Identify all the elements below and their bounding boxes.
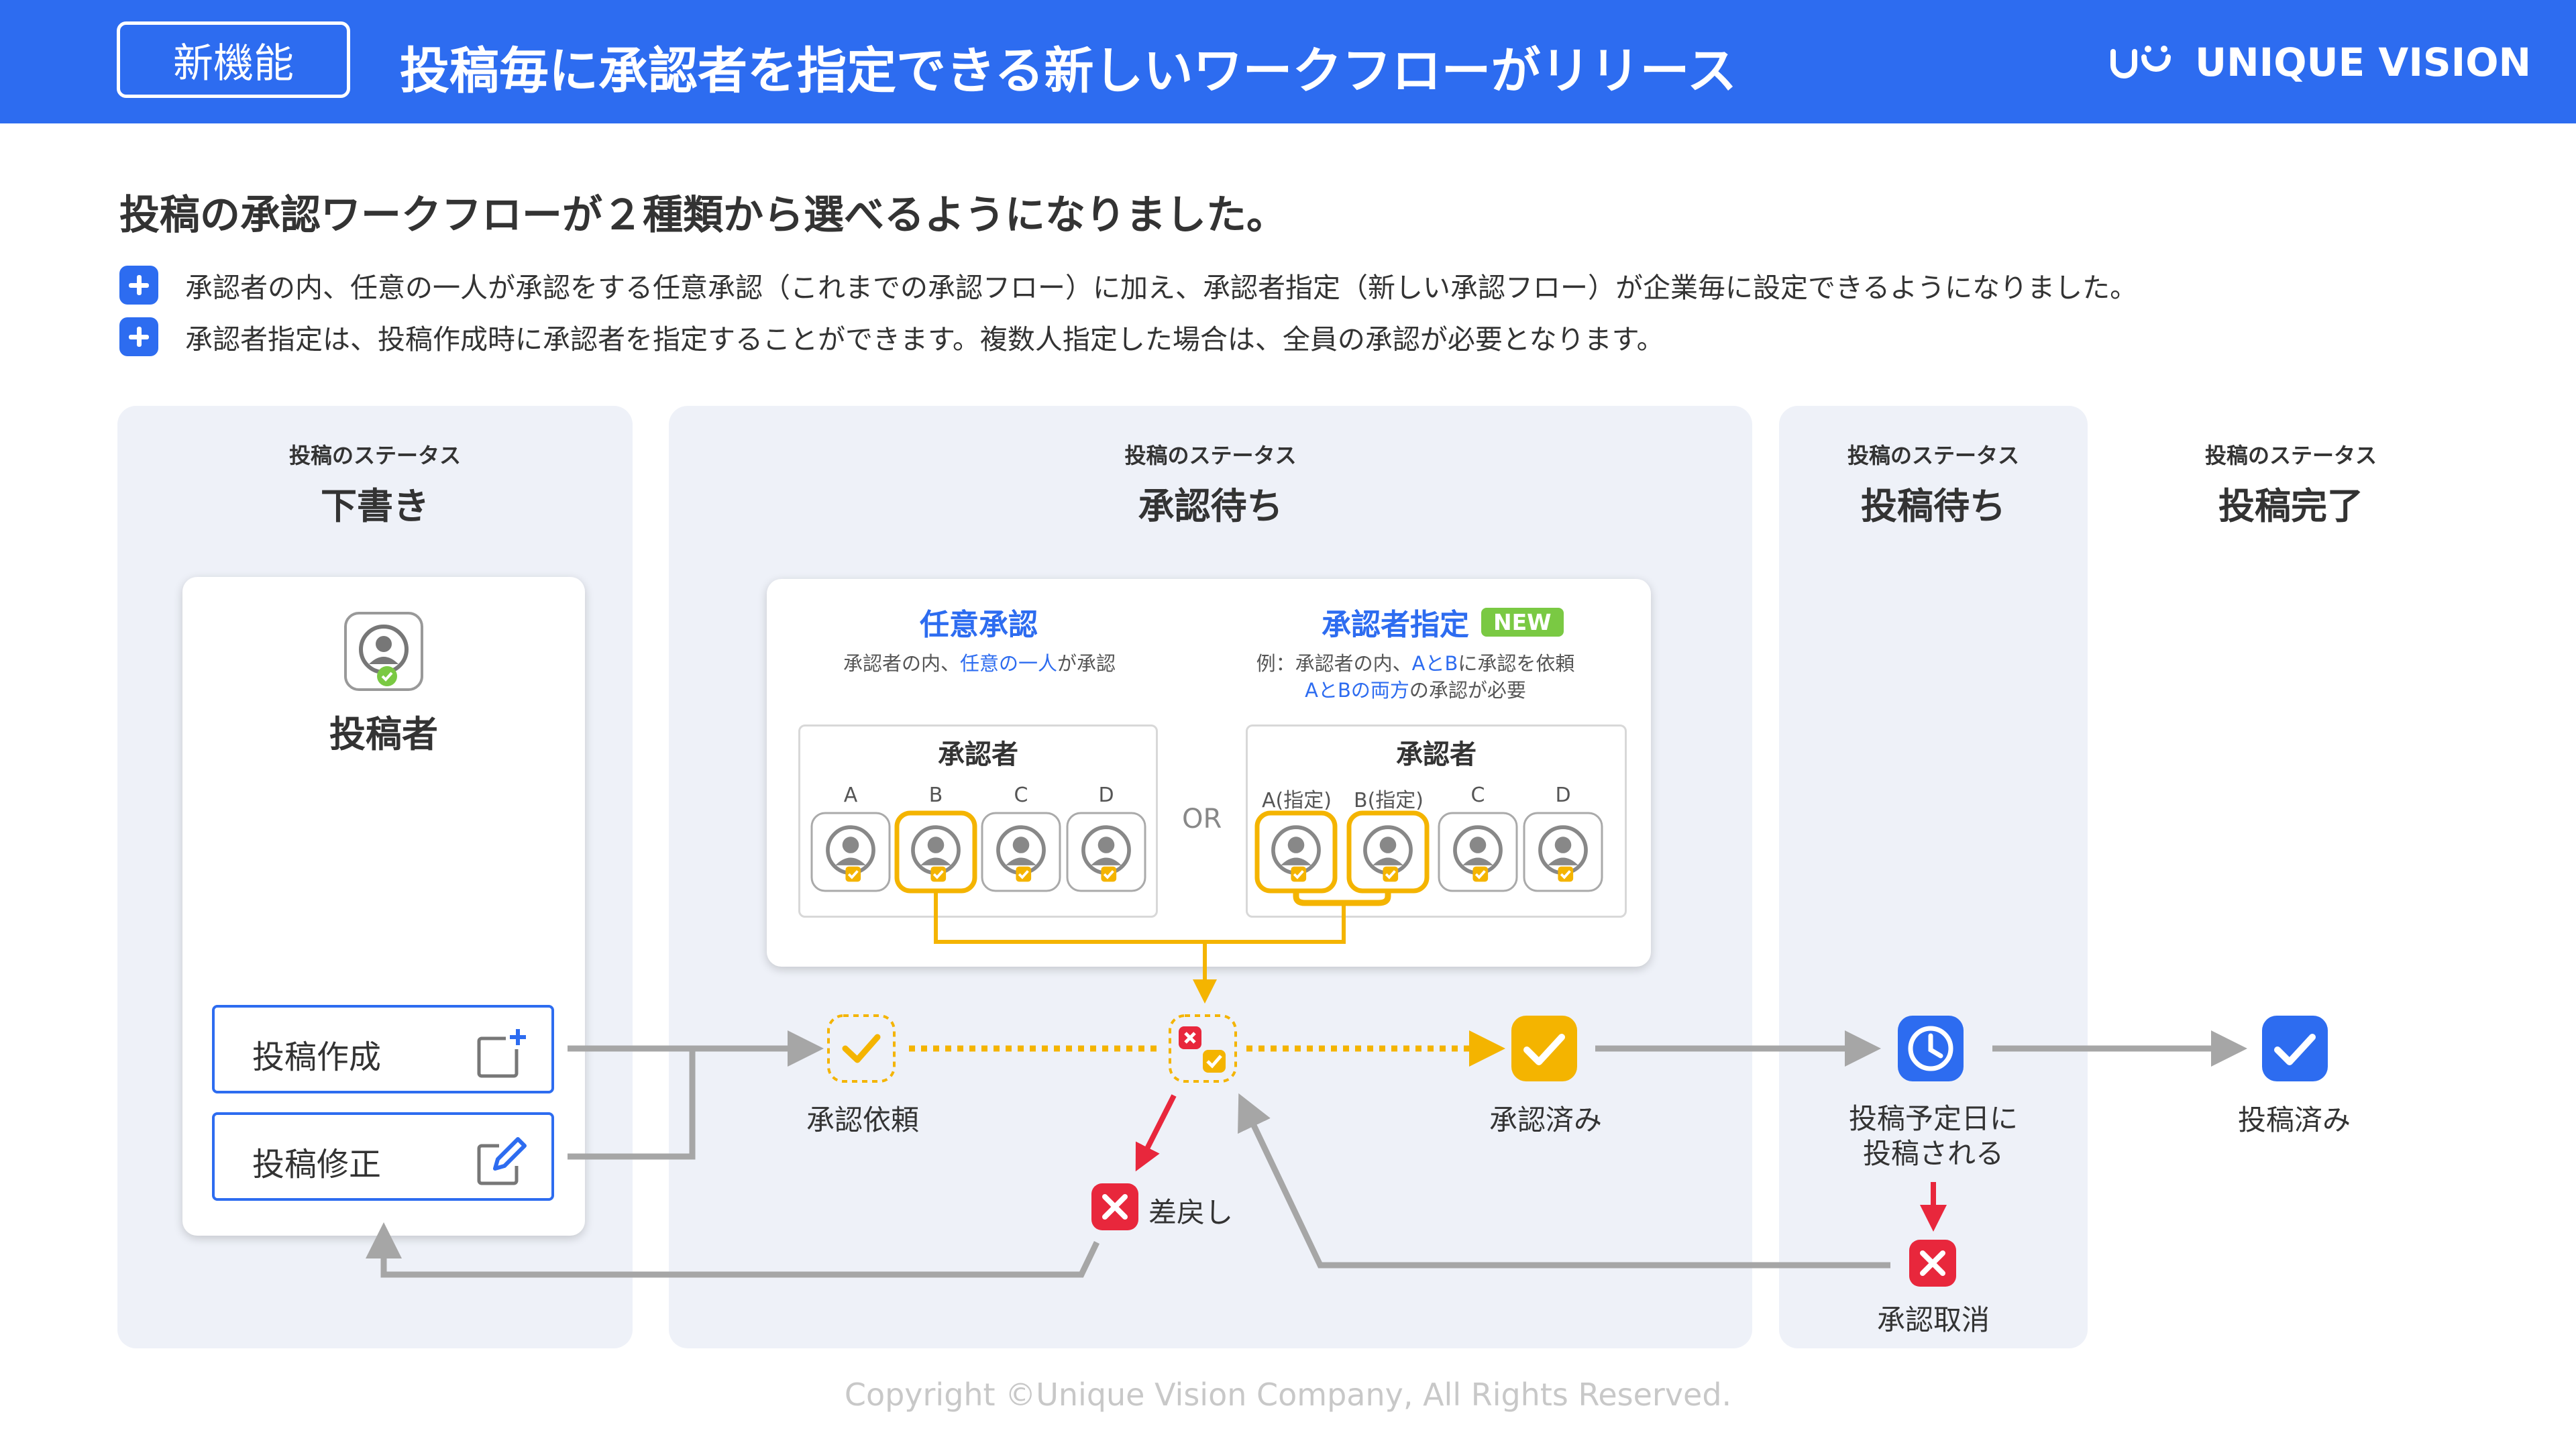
designated-approval-title: 承認者指定 — [1322, 608, 1469, 642]
approver-letter: C — [1014, 784, 1028, 807]
status-done: 投稿完了 — [2218, 485, 2363, 527]
scheduled-label-line2: 投稿される — [1862, 1137, 2004, 1170]
approver-letter: B — [928, 784, 943, 807]
designated-approval-heading: 承認者指定 NEW — [1322, 600, 1564, 643]
brand-logo: UNIQUE VISION — [2106, 39, 2531, 86]
bullet-item: 承認者の内、任意の一人が承認をする任意承認（これまでの承認フロー）に加え、承認者… — [119, 265, 2137, 305]
sent-back-arrow — [1135, 1094, 1177, 1172]
plus-icon — [119, 266, 158, 305]
designated-approval-desc-line1: 例：承認者の内、AとBに承認を依頼 — [1256, 652, 1575, 675]
request-label: 承認依頼 — [806, 1104, 919, 1136]
cancel-x-icon — [1909, 1240, 1956, 1287]
clock-icon — [1898, 1016, 1964, 1081]
request-node-icon — [827, 1014, 896, 1083]
approver-letter-designated: B(指定) — [1354, 789, 1424, 812]
pending-node-icon — [1169, 1014, 1237, 1083]
edit-icon — [477, 1132, 530, 1185]
poster-avatar-icon — [344, 612, 423, 691]
plus-icon — [119, 317, 158, 356]
create-post-label: 投稿作成 — [252, 1038, 382, 1076]
or-label: OR — [1182, 804, 1222, 835]
approver-avatar-c — [1438, 812, 1518, 892]
sent-back-label: 差戻し — [1148, 1196, 1234, 1229]
posted-label: 投稿済み — [2237, 1104, 2351, 1136]
new-feature-badge: 新機能 — [117, 21, 350, 98]
approver-letter: A — [843, 784, 858, 807]
sent-back-x-icon — [1091, 1183, 1138, 1230]
status-caption: 投稿のステータス — [288, 443, 461, 468]
edit-post-button[interactable]: 投稿修正 — [212, 1112, 554, 1201]
brand-name: UNIQUE VISION — [2195, 40, 2532, 85]
approver-avatar-a — [810, 812, 891, 892]
approvers-title: 承認者 — [1396, 739, 1477, 770]
copyright: Copyright ©Unique Vision Company, All Ri… — [844, 1377, 1732, 1413]
bullet-item: 承認者指定は、投稿作成時に承認者を指定することができます。複数人指定した場合は、… — [119, 317, 1664, 357]
approver-letter: D — [1098, 784, 1114, 807]
create-post-button[interactable]: 投稿作成 — [212, 1005, 554, 1093]
new-post-icon — [477, 1026, 529, 1078]
page-subtitle: 投稿の承認ワークフローが２種類から選べるようになりました。 — [119, 192, 1287, 239]
return-to-draft-arrow — [366, 1222, 1100, 1278]
approvers-title: 承認者 — [938, 739, 1018, 770]
new-badge: NEW — [1481, 607, 1564, 637]
status-scheduled: 投稿待ち — [1861, 485, 2006, 527]
approver-letter: C — [1470, 784, 1485, 807]
scheduled-label-line1: 投稿予定日に — [1848, 1102, 2018, 1135]
cancel-return-arrow — [1238, 1093, 1890, 1269]
status-caption: 投稿のステータス — [1847, 443, 2019, 468]
designated-approval-desc-line2: AとBの両方の承認が必要 — [1305, 679, 1526, 702]
header-title: 投稿毎に承認者を指定できる新しいワークフローがリリース — [400, 42, 1737, 100]
unique-vision-logo-icon — [2110, 46, 2171, 78]
approver-avatar-a-designated — [1254, 810, 1338, 894]
approver-avatar-d — [1523, 812, 1603, 892]
approver-avatar-b-selected — [894, 810, 977, 894]
approved-label: 承認済み — [1489, 1104, 1602, 1136]
approver-letter: D — [1555, 784, 1571, 807]
cancel-label: 承認取消 — [1876, 1303, 1990, 1336]
yellow-connector — [934, 891, 1346, 944]
approved-check-icon — [1511, 1016, 1577, 1081]
bullet-text: 承認者指定は、投稿作成時に承認者を指定することができます。複数人指定した場合は、… — [185, 323, 1664, 356]
status-caption: 投稿のステータス — [1124, 443, 1297, 468]
edit-post-label: 投稿修正 — [252, 1146, 382, 1183]
status-caption: 投稿のステータス — [2204, 443, 2377, 468]
edit-arrow — [568, 1049, 696, 1160]
poster-label: 投稿者 — [329, 713, 438, 755]
optional-approval-desc: 承認者の内、任意の一人が承認 — [843, 652, 1116, 675]
optional-approval-title: 任意承認 — [920, 608, 1038, 642]
status-draft: 下書き — [321, 485, 429, 527]
bullet-text: 承認者の内、任意の一人が承認をする任意承認（これまでの承認フロー）に加え、承認者… — [185, 272, 2138, 304]
status-pending: 承認待ち — [1138, 485, 1283, 527]
approver-avatar-b-designated — [1346, 810, 1430, 894]
approver-avatar-c — [981, 812, 1061, 892]
approver-letter-designated: A(指定) — [1262, 789, 1332, 812]
posted-check-icon — [2262, 1016, 2328, 1081]
approver-avatar-d — [1066, 812, 1146, 892]
